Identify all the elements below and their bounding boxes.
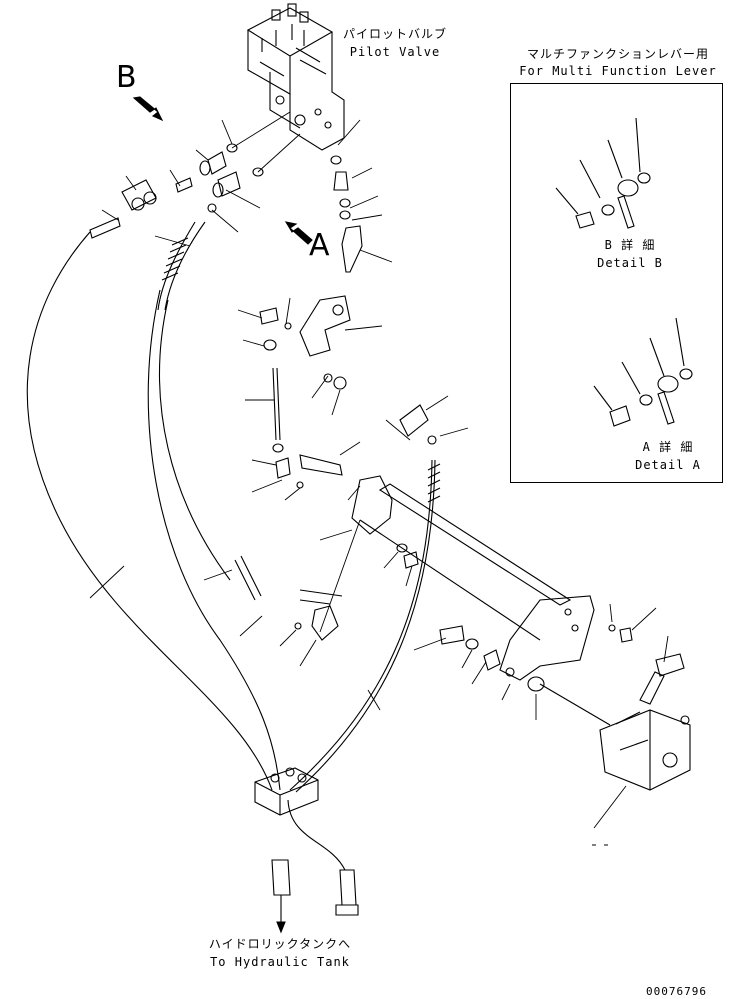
pilot-valve-label-en: Pilot Valve — [349, 45, 441, 59]
pilot-valve-label-jp: パイロットバルブ — [342, 27, 447, 41]
detail-b-label-en: Detail B — [597, 256, 663, 270]
hoses — [26, 221, 441, 871]
multi-function-label-jp: マルチファンクションレバー用 — [526, 47, 709, 61]
drawing-number: 00076796 — [646, 985, 707, 998]
view-arrows — [132, 96, 313, 245]
detail-a-label-en: Detail A — [635, 458, 701, 472]
lever-mount — [539, 653, 691, 791]
view-a-marker: A — [309, 228, 330, 263]
detail-b-label-jp: B 詳 細 — [604, 238, 656, 252]
hydraulic-tank-label-en: To Hydraulic Tank — [210, 955, 350, 969]
view-b-marker: B — [116, 60, 137, 95]
detail-a-label-jp: A 詳 細 — [642, 440, 694, 454]
detail-b-parts — [555, 117, 651, 229]
pilot-valve — [246, 3, 345, 151]
multi-function-label-en: For Multi Function Lever — [519, 64, 717, 78]
detail-box — [510, 83, 723, 483]
detail-a-parts — [593, 317, 693, 427]
callout-leaders — [89, 297, 669, 829]
lever-bracket — [259, 295, 351, 489]
valve-fittings — [89, 143, 363, 273]
hydraulic-tank-label-jp: ハイドロリックタンクへ — [208, 937, 352, 951]
support-arm — [294, 404, 633, 692]
junction-block — [254, 767, 359, 934]
leader-lines — [101, 111, 393, 263]
